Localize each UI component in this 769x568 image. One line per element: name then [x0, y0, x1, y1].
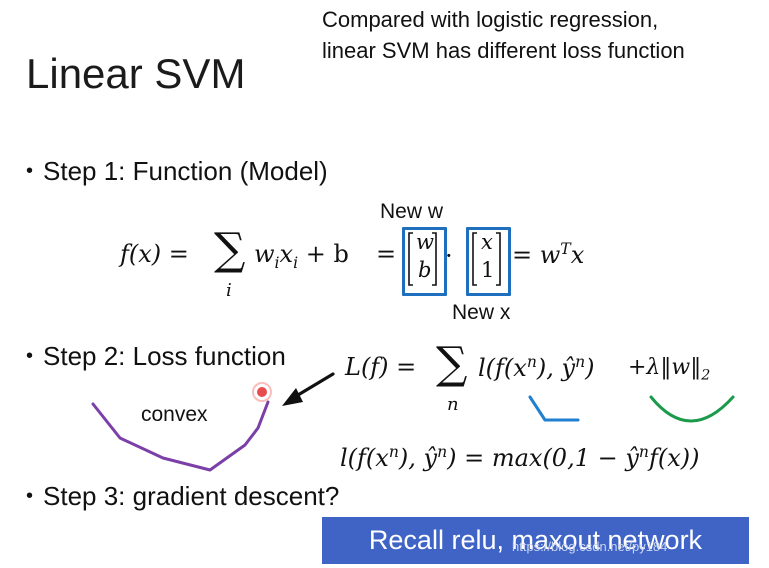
recall-banner: Recall relu, maxout network	[322, 517, 749, 564]
formula-1-lhs: f(x) =	[120, 240, 189, 268]
formula-1-xsub: i	[293, 253, 299, 272]
formula-1-sum-index: i	[226, 280, 232, 301]
hinge-loss-sketch	[528, 395, 580, 422]
arrow-shaft	[291, 372, 335, 400]
formula-1-body: wixi + b	[254, 240, 349, 272]
formula-1-x: x	[279, 240, 294, 268]
subtitle-line-2: linear SVM has different loss function	[322, 38, 685, 63]
formula-2-reg-sub: 2	[701, 367, 711, 384]
watermark: https://blog.csdn.net/py184	[512, 539, 668, 554]
convex-label: convex	[141, 403, 208, 426]
formula-2-end: )	[585, 354, 595, 382]
formula-1-sum-symbol: ∑	[214, 224, 246, 275]
formula-2-l: l(f(x	[478, 354, 527, 382]
step-2-bullet: • Step 2: Loss function	[26, 341, 286, 372]
formula-2-sup2: n	[575, 353, 586, 371]
formula-1-tail: + b	[305, 240, 349, 268]
recall-banner-text: Recall relu, maxout network	[368, 525, 703, 555]
pointer-dot-halo	[252, 382, 272, 402]
formula-1-rhs: = wTx	[512, 240, 584, 269]
formula-3-sup2: n	[437, 443, 448, 461]
formula-1-wsub: i	[274, 253, 280, 272]
matrix-1-brackets	[408, 232, 437, 286]
new-w-label: New w	[380, 200, 444, 223]
matrix-2-top: x	[481, 230, 493, 254]
formula-2-sup: n	[526, 353, 537, 371]
formula-3-l: l(f(x	[340, 444, 389, 472]
formula-2-sum-symbol: ∑	[436, 338, 468, 389]
step-3-bullet: • Step 3: gradient descent?	[26, 481, 339, 512]
formula-1-w: w	[254, 240, 275, 268]
bullet-dot: •	[26, 345, 34, 367]
matrix-2-brackets	[472, 232, 501, 286]
formula-2-regularizer: +λ‖w‖2	[628, 355, 710, 383]
step-3-text: Step 3: gradient descent?	[43, 481, 340, 511]
formula-1-rhs-w: = w	[512, 241, 561, 269]
formula-3-sup3: n	[638, 443, 649, 461]
new-x-label: New x	[452, 301, 511, 324]
matrix-2-bottom: 1	[481, 258, 495, 282]
matrix-1-top: w	[416, 230, 434, 254]
formula-2-reg: +λ‖w‖	[628, 355, 702, 380]
formula-2-sum-index: n	[447, 394, 459, 415]
formula-3-sup: n	[388, 443, 399, 461]
subtitle: Compared with logistic regression, linea…	[322, 4, 685, 66]
formula-2-body: l(f(xn), ŷn)	[478, 353, 594, 382]
formula-3-end: f(x))	[648, 444, 700, 472]
formula-1-equals: =	[376, 240, 397, 268]
formula-2-mid: ), ŷ	[536, 354, 576, 382]
formula-1-rhs-sup: T	[560, 240, 571, 258]
new-x-box	[466, 227, 511, 296]
subtitle-line-1: Compared with logistic regression,	[322, 7, 659, 32]
formula-1-dot: ·	[445, 242, 453, 270]
step-1-text: Step 1: Function (Model)	[43, 156, 328, 186]
matrix-1-bottom: b	[418, 258, 432, 282]
quadratic-regularizer-sketch	[649, 395, 735, 423]
arrow-head	[282, 388, 303, 406]
formula-1-rhs-x: x	[570, 241, 585, 269]
pointer-dot	[257, 387, 267, 397]
formula-3-eq: ) = max(0,1 − ŷ	[447, 444, 639, 472]
step-2-text: Step 2: Loss function	[43, 341, 286, 371]
bullet-dot: •	[26, 485, 34, 507]
bullet-dot: •	[26, 160, 34, 182]
new-w-box	[402, 227, 447, 296]
formula-3: l(f(xn), ŷn) = max(0,1 − ŷnf(x))	[340, 443, 699, 472]
slide-title: Linear SVM	[26, 50, 246, 97]
formula-3-mid: ), ŷ	[398, 444, 438, 472]
step-1-bullet: • Step 1: Function (Model)	[26, 156, 328, 187]
formula-2-lhs: L(f) =	[345, 353, 417, 381]
